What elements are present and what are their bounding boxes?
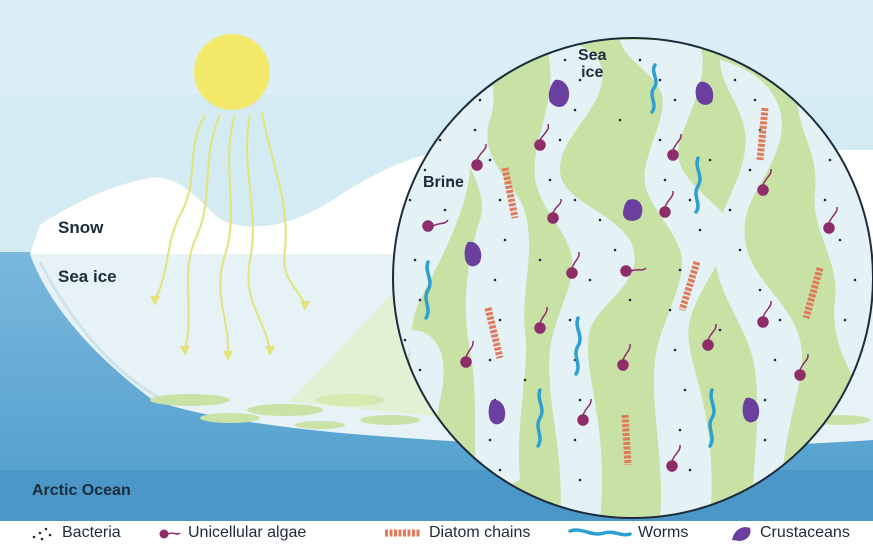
- snow-label: Snow: [58, 219, 103, 237]
- diatom-chain-icon: [383, 525, 423, 541]
- algae-icon: [158, 525, 182, 541]
- bacteria-dots-icon: [30, 525, 56, 541]
- legend-item-algae: Unicellular algae: [158, 524, 306, 542]
- sea-ice-label: Sea ice: [58, 268, 117, 286]
- legend-item-crustaceans: Crustaceans: [728, 524, 850, 542]
- legend-item-bacteria: Bacteria: [30, 524, 121, 542]
- legend-label-algae: Unicellular algae: [188, 524, 306, 542]
- legend-item-worms: Worms: [568, 524, 688, 542]
- crustacean-icon: [728, 524, 754, 542]
- sun-icon: [194, 34, 270, 110]
- legend-label-crustaceans: Crustaceans: [760, 524, 850, 542]
- inset-sea-ice-label: Sea ice: [578, 48, 606, 82]
- legend-label-worms: Worms: [638, 524, 688, 542]
- legend: Bacteria Unicellular algae Diatom chains…: [0, 521, 873, 546]
- worm-icon: [568, 525, 632, 541]
- legend-label-bacteria: Bacteria: [62, 524, 121, 542]
- legend-item-diatoms: Diatom chains: [383, 524, 530, 542]
- brine-label: Brine: [423, 175, 464, 192]
- diagram-illustration: [0, 0, 873, 521]
- arctic-ocean-label: Arctic Ocean: [32, 483, 131, 500]
- legend-label-diatoms: Diatom chains: [429, 524, 530, 542]
